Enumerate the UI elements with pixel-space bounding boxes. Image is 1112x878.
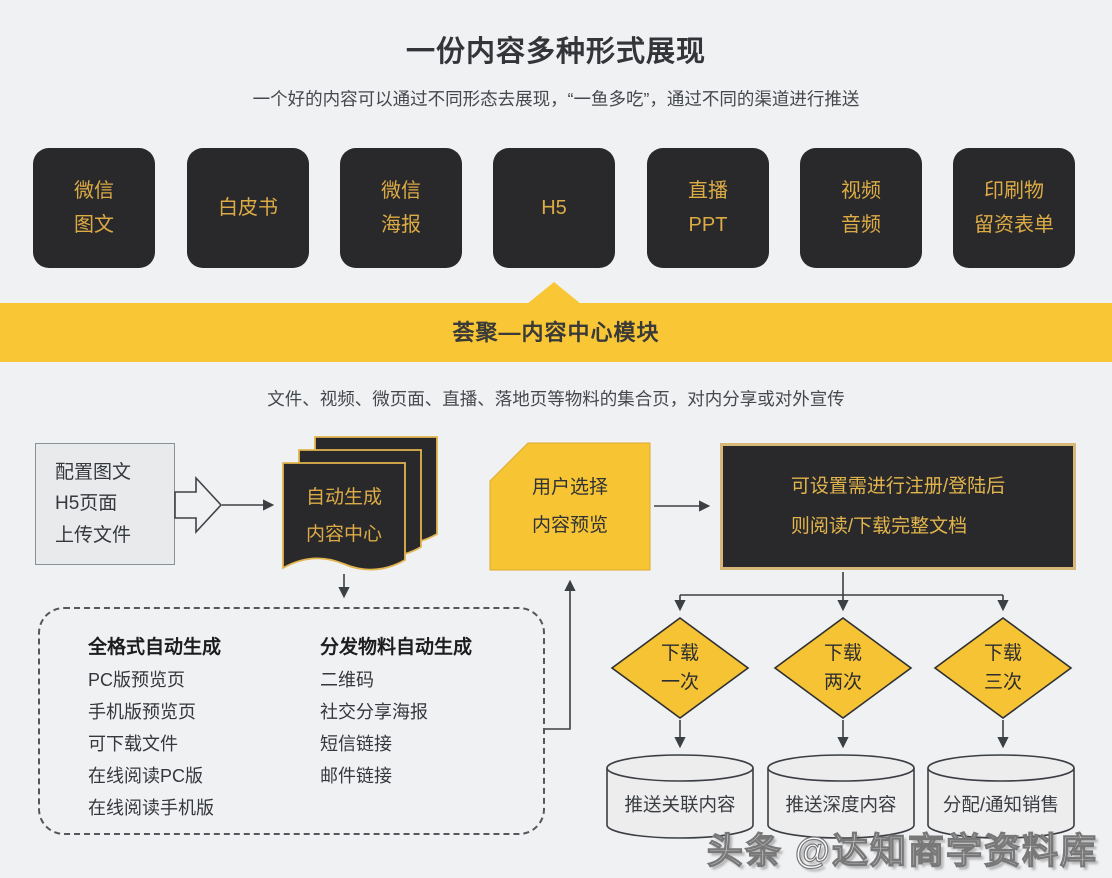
distribution-list: 二维码 社交分享海报 短信链接 邮件链接 <box>320 664 428 792</box>
list-item: 在线阅读手机版 <box>88 798 214 818</box>
list-item: 邮件链接 <box>320 766 392 786</box>
content-center-docs-label: 自动生成 内容中心 <box>305 487 382 545</box>
list-item: PC版预览页 <box>88 670 186 690</box>
decision-label-download-thrice: 下载 三次 <box>983 643 1022 693</box>
decision-label-download-twice: 下载 两次 <box>823 643 862 693</box>
outcome-label-related-content: 推送关联内容 <box>624 794 736 815</box>
watermark: 头条 @达知商学资料库 <box>706 829 1098 871</box>
register-gate-box <box>720 443 1076 570</box>
format-box-whitepaper: 白皮书 <box>187 148 309 268</box>
outcome-label-deep-content: 推送深度内容 <box>785 794 897 815</box>
banner-label: 荟聚—内容中心模块 <box>452 320 660 345</box>
format-box-wechat-article: 微信 图文 <box>33 148 155 268</box>
config-upload-box <box>35 443 175 565</box>
list-item: 社交分享海报 <box>320 702 428 722</box>
branch-line <box>680 572 1003 596</box>
auto-generate-group-box <box>38 607 545 835</box>
decision-label-download-once: 下载 一次 <box>660 643 699 693</box>
connector-generate-to-preview <box>545 579 576 730</box>
full-format-list: PC版预览页 手机版预览页 可下载文件 在线阅读PC版 在线阅读手机版 <box>88 664 214 824</box>
outcome-label-notify-sales: 分配/通知销售 <box>942 794 1060 815</box>
full-format-title: 全格式自动生成 <box>88 637 222 658</box>
register-gate-label: 可设置需进行注册/登陆后 则阅读/下载完整文档 <box>790 475 1006 537</box>
section-description: 文件、视频、微页面、直播、落地页等物料的集合页，对内分享或对外宣传 <box>267 389 845 409</box>
user-preview-label: 用户选择 内容预览 <box>531 476 608 536</box>
format-box-video-audio: 视频 音频 <box>800 148 922 268</box>
config-upload-label: 配置图文 H5页面 上传文件 <box>55 461 132 546</box>
format-box-live-ppt: 直播 PPT <box>647 148 769 268</box>
list-item: 二维码 <box>320 670 374 690</box>
format-box-print-form: 印刷物 留资表单 <box>953 148 1075 268</box>
list-item: 在线阅读PC版 <box>88 766 204 786</box>
list-item: 短信链接 <box>320 734 392 754</box>
format-box-wechat-poster: 微信 海报 <box>340 148 462 268</box>
banner-pointer-triangle <box>527 282 581 304</box>
format-box-h5: H5 <box>493 148 615 268</box>
list-item: 手机版预览页 <box>88 702 196 722</box>
page-subtitle: 一个好的内容可以通过不同形态去展现，“一鱼多吃”，通过不同的渠道进行推送 <box>252 89 860 109</box>
content-center-banner: 荟聚—内容中心模块 <box>0 303 1112 362</box>
distribution-title: 分发物料自动生成 <box>320 637 473 658</box>
block-arrow-shape <box>174 475 223 535</box>
page-title: 一份内容多种形式展现 <box>405 36 706 68</box>
list-item: 可下载文件 <box>88 734 178 754</box>
